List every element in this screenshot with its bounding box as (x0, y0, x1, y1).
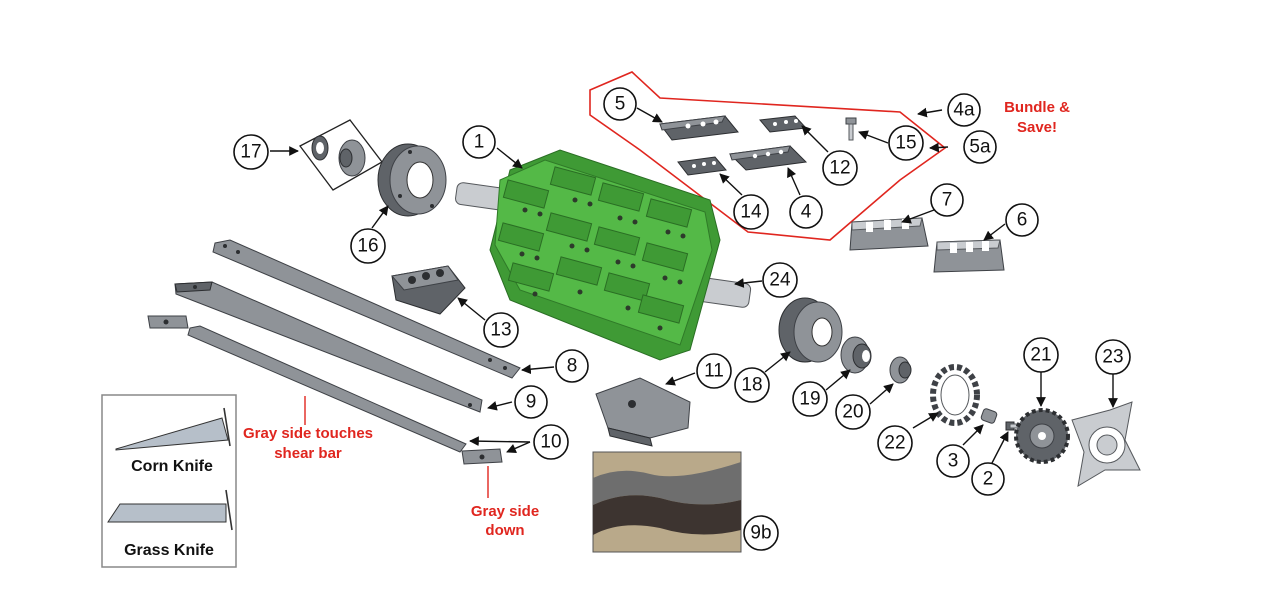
part-5-knife (659, 115, 739, 141)
svg-text:11: 11 (704, 361, 724, 382)
svg-text:18: 18 (741, 375, 762, 396)
bundle-note-line1: Bundle & (1004, 99, 1070, 116)
callout-4a: 4a (947, 93, 981, 127)
svg-text:23: 23 (1102, 347, 1123, 368)
part-10-bar (147, 315, 503, 465)
part-15-bolt (845, 117, 857, 141)
part-14-knife (677, 156, 727, 176)
part-8-bar (212, 239, 521, 379)
callout-13: 13 (483, 312, 519, 348)
svg-text:4: 4 (801, 202, 812, 223)
callout-2: 2 (971, 462, 1005, 496)
callout-19: 19 (792, 381, 828, 417)
knife-legend: Corn Knife Grass Knife (101, 394, 237, 568)
part-21-sprocket (1014, 408, 1070, 464)
photo-9b-knife-closeup (592, 451, 742, 553)
part-13-bracket (391, 265, 466, 315)
svg-text:19: 19 (799, 389, 820, 410)
callout-14: 14 (733, 194, 769, 230)
grass-knife-shape (107, 503, 227, 523)
svg-text:3: 3 (948, 451, 959, 472)
callout-12: 12 (822, 150, 858, 186)
part-7-knife (849, 217, 929, 251)
drum-knives (497, 166, 693, 324)
part-4-knife (728, 145, 808, 171)
part-9-bar (174, 281, 483, 413)
callout-17: 17 (233, 134, 269, 170)
svg-text:2: 2 (983, 469, 994, 490)
callout-6: 6 (1005, 203, 1039, 237)
part-23-hub-plate (1071, 401, 1141, 487)
part-16-bearing-housing (377, 143, 447, 217)
svg-text:5: 5 (615, 94, 626, 115)
gray-touches-note-line1: Gray side touches (243, 425, 373, 442)
drum-bolt-holes (519, 197, 686, 331)
svg-text:13: 13 (490, 320, 511, 341)
callout-10: 10 (533, 424, 569, 460)
svg-text:17: 17 (240, 142, 261, 163)
part-18-hub (778, 297, 843, 363)
callout-18: 18 (734, 367, 770, 403)
svg-text:10: 10 (540, 432, 561, 453)
svg-text:16: 16 (357, 236, 378, 257)
part-6-knife (933, 239, 1005, 273)
part-20-bearing (889, 356, 912, 384)
callout-9: 9 (514, 385, 548, 419)
part-22-coupling (930, 364, 980, 426)
svg-text:5a: 5a (969, 137, 991, 158)
corn-knife-label: Corn Knife (131, 458, 213, 475)
part-3-spacer (980, 408, 998, 424)
callout-8: 8 (555, 349, 589, 383)
svg-text:12: 12 (829, 158, 850, 179)
part-12-knife (759, 115, 808, 133)
svg-text:15: 15 (895, 133, 916, 154)
svg-text:4a: 4a (953, 100, 975, 121)
part-11-plate (595, 377, 691, 447)
gray-touches-note-line2: shear bar (274, 445, 342, 462)
svg-text:24: 24 (769, 270, 791, 291)
svg-text:9b: 9b (750, 523, 771, 544)
callout-3: 3 (936, 444, 970, 478)
leader-lines (270, 107, 1118, 464)
bundle-outline (589, 71, 947, 241)
svg-text:6: 6 (1017, 210, 1028, 231)
callout-24: 24 (762, 262, 798, 298)
svg-text:9: 9 (526, 392, 537, 413)
callout-15: 15 (888, 125, 924, 161)
corn-knife-shape (115, 417, 229, 451)
grass-knife-label: Grass Knife (124, 542, 214, 559)
callout-7: 7 (930, 183, 964, 217)
part-1-cutterhead-drum (455, 149, 752, 361)
callout-22: 22 (877, 425, 913, 461)
callout-23: 23 (1095, 339, 1131, 375)
bundle-note-line2: Save! (1017, 119, 1057, 136)
callout-1: 1 (462, 125, 496, 159)
svg-text:21: 21 (1030, 345, 1051, 366)
svg-text:8: 8 (567, 356, 578, 377)
gray-down-note-line2: down (485, 522, 524, 539)
callout-4: 4 (789, 195, 823, 229)
callout-16: 16 (350, 228, 386, 264)
svg-text:7: 7 (942, 190, 953, 211)
callout-20: 20 (835, 394, 871, 430)
svg-text:14: 14 (740, 202, 762, 223)
callout-9b: 9b (743, 515, 779, 551)
callout-11: 11 (696, 353, 732, 389)
part-17-bearing-set (299, 119, 383, 191)
callout-21: 21 (1023, 337, 1059, 373)
svg-text:20: 20 (842, 402, 863, 423)
svg-text:22: 22 (884, 433, 905, 454)
part-19-bearing (840, 336, 872, 374)
gray-down-note-line1: Gray side (471, 503, 539, 520)
callout-5: 5 (603, 87, 637, 121)
callout-5a: 5a (963, 130, 997, 164)
svg-text:1: 1 (474, 132, 485, 153)
